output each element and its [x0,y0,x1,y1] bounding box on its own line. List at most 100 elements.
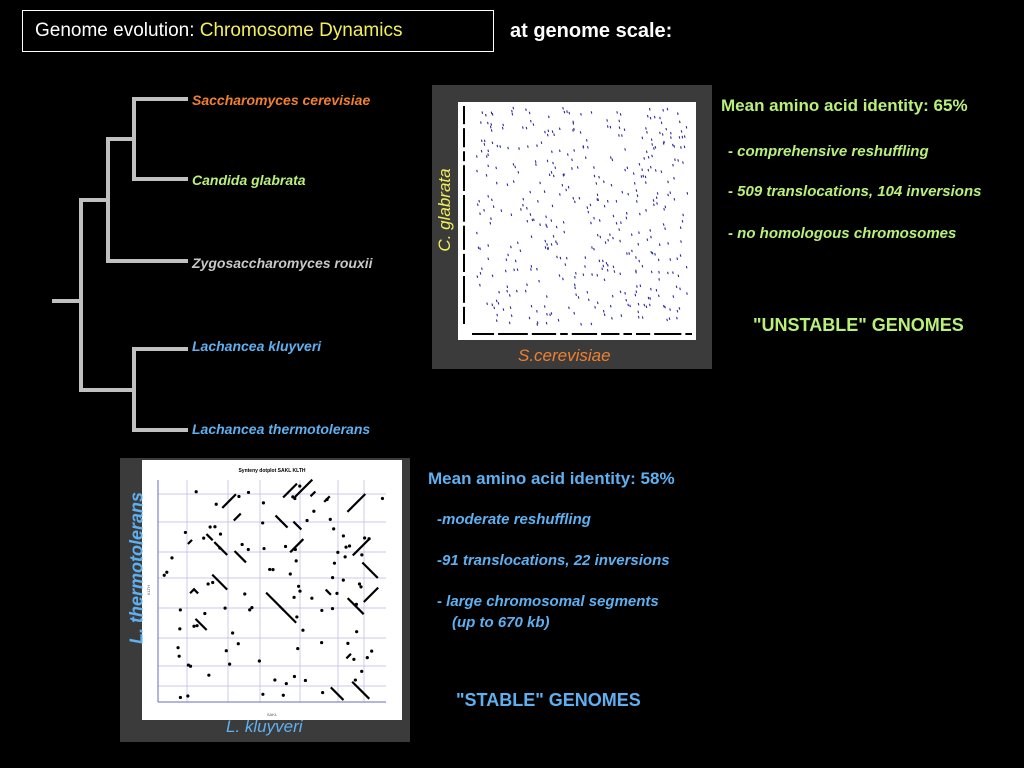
top-dot [650,287,652,291]
top-dot [532,123,535,126]
top-dot [653,203,655,207]
top-dot [491,141,494,145]
top-dot [676,112,679,115]
top-dot [504,269,507,273]
top-bullet-2: - 509 translocations, 104 inversions [728,183,981,200]
top-dot [641,264,644,268]
top-dot [485,113,487,117]
top-dot [650,138,653,142]
top-verdict: "UNSTABLE" GENOMES [753,315,964,335]
bottom-plot-xlabel: SAKL [267,712,278,717]
top-dot [645,127,647,130]
top-dot [593,166,595,169]
bottom-dot [178,627,182,631]
top-dot [645,150,648,154]
bottom-dot [261,501,266,505]
top-identity-value: 65% [933,96,968,115]
top-dot [510,213,513,217]
top-dot [536,309,538,313]
top-dot [547,246,550,250]
top-dot [673,145,676,148]
top-dot [555,240,557,243]
top-dot [573,127,575,131]
bottom-synteny-segment [205,533,214,542]
top-dot [652,199,655,202]
top-dot [644,181,647,184]
bottom-dot [292,674,297,679]
bottom-dot [332,561,337,565]
top-dot [545,295,548,298]
top-dot [601,267,604,271]
bottom-dot [257,659,261,663]
top-dot [683,145,686,149]
top-dot [672,163,674,167]
top-dot [584,256,587,259]
top-dot [682,161,684,164]
bottom-y-axis-label: L. thermotolerans [126,491,147,645]
top-dot [508,321,511,325]
top-dot [596,301,599,305]
top-dot [603,313,606,317]
top-dot [606,263,609,267]
top-dot [618,119,621,123]
top-dot [556,255,558,259]
top-dot [521,126,524,129]
top-dot [528,316,531,320]
top-dot [546,312,548,316]
top-dot [637,315,640,319]
top-dot [568,111,571,115]
bottom-dot [240,542,244,547]
top-dot [490,217,492,220]
top-dot [491,303,494,307]
top-dot [647,296,650,300]
top-dot [490,129,493,132]
bullet-text: large chromosomal segments [446,593,659,610]
top-dot [543,190,546,193]
top-dot [665,127,668,131]
bottom-dot [352,657,356,661]
top-dotplot-area [458,102,696,340]
top-x-axis-label: S.cerevisiae [518,346,611,365]
top-dot [638,162,641,166]
top-dot [578,196,581,200]
top-dot [480,121,482,124]
top-dot [509,306,512,309]
bullet-text: comprehensive reshuffling [737,143,929,160]
top-dot [625,216,628,220]
top-dot [615,199,618,203]
species-label-c-glabrata: Candida glabrata [192,172,306,188]
bottom-synteny-segment [294,478,314,498]
top-dot [685,265,688,269]
top-dot [663,304,665,308]
top-dot [655,196,658,199]
top-dot [669,258,672,261]
bottom-synteny-segment [361,561,379,579]
top-dot [649,165,652,169]
top-dot [613,270,616,273]
top-dot [525,126,528,130]
top-dot [604,241,607,244]
top-dot [562,277,564,281]
top-dot [649,297,652,300]
top-dot [656,202,658,205]
top-dot [659,131,661,135]
top-dot [633,182,636,185]
bottom-plot-ylabel: KLTH [146,585,151,595]
top-dot [678,307,681,310]
top-dot [562,221,565,224]
top-dot [572,196,575,200]
top-dot [491,274,494,278]
top-dot [642,174,645,178]
bottom-dot [218,532,223,536]
top-dot [678,120,681,124]
bottom-dot [330,576,335,580]
top-dot [654,252,656,256]
top-dot [606,125,609,128]
top-dot [673,198,676,201]
top-dot [546,133,549,137]
bottom-synteny-segment [330,686,345,701]
bottom-dot [228,662,232,666]
species-label-l-thermotolerans: Lachancea thermotolerans [192,421,371,437]
top-dot [495,166,498,170]
bottom-dot [273,678,277,682]
